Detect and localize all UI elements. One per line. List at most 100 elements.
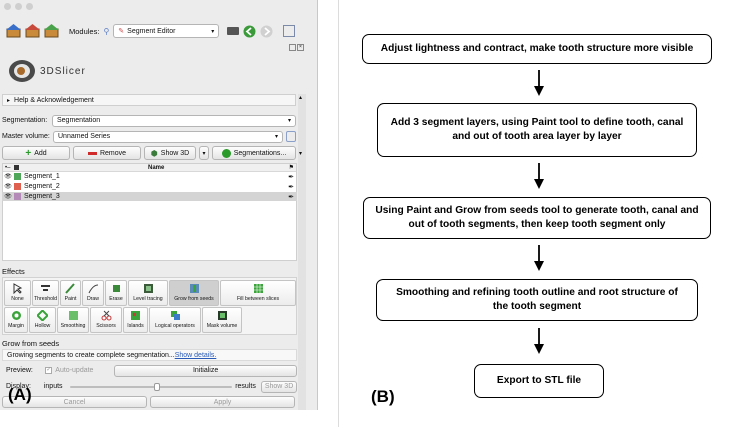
slicer-window: Modules: ⚲ ✎ Segment Editor ▾ × 3DSlicer…: [0, 0, 318, 410]
fill-between-slices-icon: [253, 284, 263, 293]
slicer-logo-icon: [8, 59, 36, 83]
show-3d-button[interactable]: ⬢ Show 3D: [144, 146, 196, 160]
name-column-header: Name: [148, 164, 165, 171]
effect-margin-button[interactable]: Margin: [4, 307, 28, 333]
auto-update-checkbox[interactable]: ✓: [45, 367, 53, 374]
pencil-icon[interactable]: ✒: [288, 173, 294, 181]
margin-icon: [11, 311, 21, 320]
segmentation-selector[interactable]: Segmentation ▾: [52, 114, 296, 127]
effect-fill-between-slices-button[interactable]: Fill between slices: [220, 280, 296, 306]
segment-color-swatch[interactable]: [14, 183, 21, 190]
status-flag-icon: ⚑: [288, 165, 294, 171]
chevron-down-icon[interactable]: ▾: [299, 150, 303, 157]
eye-icon[interactable]: 👁: [4, 174, 12, 180]
smoothing-icon: [68, 311, 78, 320]
segment-actions: + Add Remove ⬢ Show 3D ▾ Segmentations..…: [2, 146, 308, 160]
flow-step-1: Adjust lightness and contract, make toot…: [362, 34, 712, 64]
mask-volume-icon: [217, 311, 227, 320]
back-arrow-icon[interactable]: [243, 25, 256, 38]
table-row-selected[interactable]: 👁 Segment_3 ✒: [2, 192, 297, 201]
minimize-window-icon[interactable]: [15, 3, 22, 10]
scroll-up-icon[interactable]: ▴: [299, 95, 303, 101]
panel-scrollbar[interactable]: [298, 94, 306, 410]
effect-threshold-button[interactable]: Threshold: [32, 280, 59, 306]
panel-controls: ×: [289, 44, 304, 51]
auto-update-label: Auto-update: [55, 367, 94, 374]
arrow-right-circle-icon: [221, 148, 231, 158]
close-window-icon[interactable]: [4, 3, 11, 10]
effect-erase-button[interactable]: Erase: [105, 280, 127, 306]
paint-brush-icon: [65, 283, 75, 294]
effect-hollow-button[interactable]: Hollow: [29, 307, 56, 333]
segment-color-swatch[interactable]: [14, 173, 21, 180]
results-show-3d-button[interactable]: Show 3D: [261, 380, 297, 393]
module-selector[interactable]: ✎ Segment Editor ▾: [113, 24, 220, 38]
eye-icon[interactable]: 👁: [4, 184, 12, 190]
show-3d-options-button[interactable]: ▾: [199, 146, 209, 160]
apply-button[interactable]: Apply: [150, 396, 295, 408]
master-volume-selector[interactable]: Unnamed Series ▾: [53, 130, 283, 143]
pencil-icon[interactable]: ✒: [288, 193, 294, 201]
flow-step-5: Export to STL file: [474, 364, 604, 398]
modules-label: Modules:: [69, 26, 100, 36]
chevron-down-icon: ▾: [287, 118, 291, 124]
module-search-icon[interactable]: ⚲: [103, 26, 110, 36]
help-section[interactable]: ▸ Help & Acknowledgement: [2, 94, 296, 106]
segmentation-label: Segmentation:: [2, 117, 48, 124]
effect-paint-button[interactable]: Paint: [60, 280, 81, 306]
cancel-button[interactable]: Cancel: [2, 396, 147, 408]
effect-islands-button[interactable]: Islands: [123, 307, 148, 333]
data-module-icon[interactable]: [25, 24, 40, 38]
table-row[interactable]: 👁 Segment_1 ✒: [2, 172, 297, 181]
layout-icon[interactable]: [283, 25, 296, 37]
module-toolbar: Modules: ⚲ ✎ Segment Editor ▾: [6, 22, 312, 40]
flow-step-4: Smoothing and refining tooth outline and…: [376, 279, 698, 321]
table-row[interactable]: 👁 Segment_2 ✒: [2, 182, 297, 191]
module-history-icon[interactable]: [227, 27, 240, 35]
segmentations-button[interactable]: Segmentations...: [212, 146, 296, 160]
pencil-icon[interactable]: ✒: [288, 183, 294, 191]
forward-arrow-icon[interactable]: [260, 25, 273, 38]
effect-mask-volume-button[interactable]: Mask volume: [202, 307, 242, 333]
effect-smoothing-button[interactable]: Smoothing: [57, 307, 89, 333]
remove-segment-button[interactable]: Remove: [73, 146, 141, 160]
color-header-icon: [14, 165, 20, 170]
preview-label: Preview:: [6, 367, 33, 374]
segment-table: •– Name ⚑: [2, 163, 297, 261]
grow-seeds-icon: [189, 284, 199, 293]
chevron-down-icon: ▾: [202, 150, 206, 157]
down-arrow-icon: [534, 163, 544, 189]
chevron-down-icon: ▾: [274, 134, 278, 140]
chevron-right-icon: ▸: [7, 97, 11, 104]
undock-icon[interactable]: [289, 44, 296, 51]
draw-pen-icon: [88, 284, 98, 294]
confirm-row: Cancel Apply: [2, 396, 297, 408]
initialize-button[interactable]: Initialize: [114, 364, 297, 377]
effect-none-button[interactable]: None: [4, 280, 31, 306]
input-results-slider[interactable]: [69, 382, 232, 391]
effect-level-tracing-button[interactable]: Level tracing: [128, 280, 168, 306]
effect-grow-from-seeds-button[interactable]: Grow from seeds: [169, 280, 219, 306]
volumes-module-icon[interactable]: [44, 24, 59, 38]
slider-handle[interactable]: [153, 382, 160, 391]
plus-icon: +: [25, 147, 32, 159]
window-controls: [4, 3, 33, 10]
effect-scissors-button[interactable]: Scissors: [90, 307, 122, 333]
maximize-window-icon[interactable]: [26, 3, 33, 10]
show-details-link[interactable]: Show details.: [174, 351, 217, 359]
segment-color-swatch[interactable]: [14, 193, 21, 200]
logical-operators-icon: [170, 311, 180, 320]
minus-icon: [87, 151, 97, 155]
eye-icon[interactable]: 👁: [4, 194, 12, 200]
preview-row: Preview: ✓ Auto-update Initialize: [2, 364, 297, 377]
effect-logical-operators-button[interactable]: Logical operators: [149, 307, 201, 333]
display-row: Display: inputs results Show 3D: [2, 380, 297, 393]
scissors-icon: [101, 310, 111, 321]
effect-draw-button[interactable]: Draw: [82, 280, 104, 306]
add-segment-button[interactable]: + Add: [2, 146, 70, 160]
close-panel-icon[interactable]: ×: [297, 44, 304, 51]
segmentation-row: Segmentation: Segmentation ▾: [2, 114, 298, 127]
volume-options-icon[interactable]: [286, 131, 296, 142]
home-module-icon[interactable]: [6, 24, 21, 38]
slicer-logo-text: 3DSlicer: [40, 65, 86, 77]
